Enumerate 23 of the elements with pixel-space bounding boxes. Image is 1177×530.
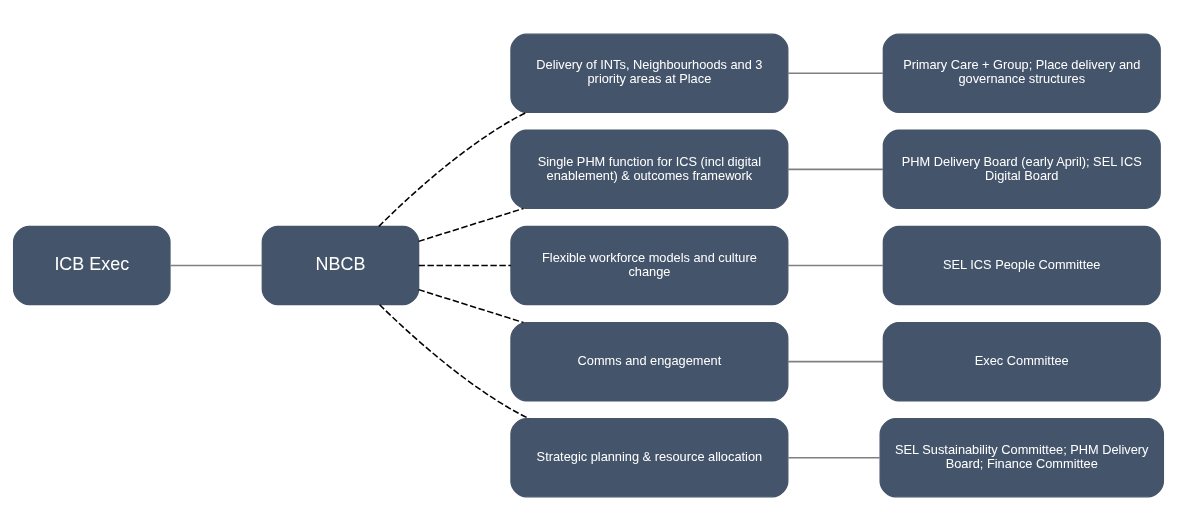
connector (417, 207, 525, 242)
node-box: Flexible workforce models and culture change (510, 225, 789, 305)
connector (417, 264, 512, 266)
node-box: NBCB (261, 225, 420, 305)
node-box: Delivery of INTs, Neighbourhoods and 3 priority areas at Place (510, 33, 789, 113)
connector (787, 168, 884, 170)
node-box: ICB Exec (12, 225, 171, 305)
connector (378, 303, 530, 419)
connector (787, 71, 884, 74)
node-box: Strategic planning & resource allocation (510, 417, 789, 497)
node-box: Single PHM function for ICS (incl digital enablement) & outcomes framework (510, 129, 789, 209)
connector (378, 111, 528, 227)
connector (169, 264, 264, 266)
node-box: Primary Care + Group; Place delivery and governance structures (882, 33, 1161, 113)
node-box: SEL ICS People Committee (882, 225, 1161, 305)
node-box: PHM Delivery Board (early April); SEL ICS Digital Board (882, 129, 1161, 209)
node-box: SEL Sustainability Committee; PHM Delivery Board; Finance Committee (879, 417, 1165, 497)
connector (787, 264, 884, 266)
node-box: Exec Committee (882, 321, 1161, 401)
connector (417, 288, 525, 323)
node-box: Comms and engagement (510, 321, 789, 401)
connector (787, 456, 881, 459)
connector (787, 360, 884, 362)
